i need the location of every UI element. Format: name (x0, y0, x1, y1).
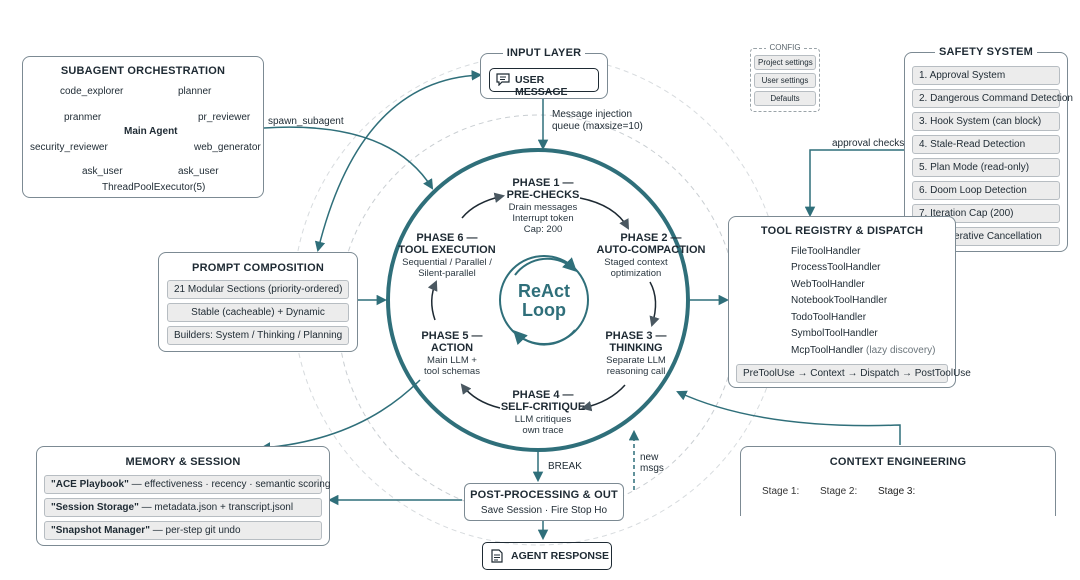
context-stage: Stage 3: (878, 486, 916, 497)
user-message-label: USER MESSAGE (515, 74, 568, 98)
safety-item: 2. Dangerous Command Detection (912, 89, 1073, 108)
tool-registry-title: TOOL REGISTRY & DISPATCH (760, 225, 924, 237)
safety-title: SAFETY SYSTEM (934, 46, 1038, 58)
memory-item: "Snapshot Manager" — per-step git undo (44, 521, 322, 540)
input-layer-title: INPUT LAYER (502, 47, 586, 59)
config-panel: CONFIG Project settings User settings De… (750, 43, 820, 112)
break-label: BREAK (548, 461, 582, 472)
agent-pranmer: pranmer (64, 112, 102, 123)
prompt-title: PROMPT COMPOSITION (192, 262, 324, 274)
input-layer-panel: INPUT LAYER USER MESSAGE (480, 47, 608, 99)
phase-1-desc: Drain messages Interrupt token Cap: 200 (508, 202, 578, 235)
memory-item-desc: — per-step git undo (149, 525, 241, 536)
memory-item-desc: — metadata.json + transcript.jsonl (138, 502, 294, 513)
phase-5-title: PHASE 5 — ACTION (421, 330, 483, 354)
chat-bubble-icon (496, 73, 510, 86)
react-title-line2: Loop (522, 300, 566, 320)
context-title: CONTEXT ENGINEERING (829, 456, 967, 468)
tool-handler: WebToolHandler (791, 279, 865, 290)
react-loop-title: ReAct Loop (504, 282, 584, 320)
memory-session-panel: MEMORY & SESSION "ACE Playbook" — effect… (36, 446, 330, 546)
prompt-composition-panel: PROMPT COMPOSITION 21 Modular Sections (… (158, 252, 358, 352)
tool-handler: SymbolToolHandler (791, 328, 878, 339)
context-stage: Stage 5: (1000, 486, 1038, 497)
agent-response-node: AGENT RESPONSE (482, 542, 612, 570)
phase-5-desc: Main LLM + tool schemas (424, 355, 480, 377)
memory-item: "ACE Playbook" — effectiveness · recency… (44, 475, 330, 494)
tool-handler: FileToolHandler (791, 246, 861, 257)
context-stage: Stage 1: (762, 486, 800, 497)
context-stage: Stage 2: (820, 486, 858, 497)
agent-planner: planner (178, 86, 212, 97)
subagent-title: SUBAGENT ORCHESTRATION (60, 65, 226, 77)
config-user-settings: User settings (754, 73, 816, 88)
tool-registry-panel: TOOL REGISTRY & DISPATCH (728, 216, 956, 388)
memory-item-desc: — effectiveness · recency · semantic sco… (128, 479, 331, 490)
phase-2-desc: Staged context optimization (604, 257, 668, 279)
agent-web-generator: web_generator (194, 142, 261, 153)
tool-handler: TodoToolHandler (791, 312, 867, 323)
memory-item-name: "Snapshot Manager" (51, 525, 150, 536)
memory-item: "Session Storage" — metadata.json + tran… (44, 498, 322, 517)
approval-checks-label: approval checks (832, 138, 905, 149)
context-engineering-panel: CONTEXT ENGINEERING (740, 446, 1056, 516)
safety-item: 3. Hook System (can block) (912, 112, 1060, 131)
spawn-subagent-label: spawn_subagent (268, 116, 344, 127)
new-msgs-label: new msgs (640, 452, 664, 474)
main-agent-label: Main Agent (124, 126, 178, 137)
memory-item-name: "Session Storage" (51, 502, 139, 513)
agent-ask-user: ask_user (178, 166, 219, 177)
tool-pipeline: PreToolUse → Context → Dispatch → PostTo… (736, 364, 971, 383)
post-title: POST-PROCESSING & OUT (470, 489, 618, 501)
memory-title: MEMORY & SESSION (125, 456, 241, 468)
phase-4-title: PHASE 4 — SELF-CRITIQUE (500, 389, 586, 413)
config-title: CONFIG (766, 43, 804, 52)
config-defaults: Defaults (754, 91, 816, 106)
memory-item-name: "ACE Playbook" (51, 479, 129, 490)
phase-1-title: PHASE 1 — PRE-CHECKS (506, 177, 580, 201)
phase-6-title: PHASE 6 — TOOL EXECUTION (398, 232, 496, 256)
tool-handler: ProcessToolHandler (791, 262, 881, 273)
post-processing-panel: POST-PROCESSING & OUT Save Session · Fir… (464, 483, 624, 521)
tool-handler: NotebookToolHandler (791, 295, 888, 306)
prompt-item: 21 Modular Sections (priority-ordered) (167, 280, 349, 299)
mcp-handler-name: McpToolHandler (791, 345, 864, 356)
post-desc: Save Session · Fire Stop Ho (480, 505, 608, 516)
tool-handler: McpToolHandler (lazy discovery) (791, 345, 936, 356)
safety-item: 6. Doom Loop Detection (912, 181, 1060, 200)
threadpool-label: ThreadPoolExecutor(5) (102, 182, 206, 193)
prompt-item: Stable (cacheable) + Dynamic (167, 303, 349, 322)
document-icon (491, 549, 503, 563)
context-stage: Stage 4: (938, 486, 976, 497)
safety-item: 5. Plan Mode (read-only) (912, 158, 1060, 177)
safety-item: 4. Stale-Read Detection (912, 135, 1060, 154)
phase-2-title: PHASE 2 — AUTO-COMPACTION (596, 232, 706, 256)
prompt-item: Builders: System / Thinking / Planning (167, 326, 349, 345)
agent-security-reviewer: security_reviewer (30, 142, 108, 153)
user-message-node: USER MESSAGE (489, 68, 599, 98)
react-title-line1: ReAct (517, 281, 570, 301)
safety-item: 1. Approval System (912, 66, 1060, 85)
message-injection-label: Message injection queue (maxsize=10) (552, 109, 643, 132)
agent-pr-reviewer: pr_reviewer (198, 112, 251, 123)
agent-code-explorer: code_explorer (60, 86, 124, 97)
mcp-note: (lazy discovery) (866, 345, 936, 356)
phase-3-desc: Separate LLM reasoning call (606, 355, 666, 377)
agent-ask-user: ask_user (82, 166, 123, 177)
agent-response-label: AGENT RESPONSE (511, 550, 610, 562)
subagent-orchestration-panel: SUBAGENT ORCHESTRATION (22, 56, 264, 198)
phase-3-title: PHASE 3 — THINKING (605, 330, 667, 354)
phase-6-desc: Sequential / Parallel / Silent-parallel (402, 257, 492, 279)
config-project-settings: Project settings (754, 55, 816, 70)
phase-4-desc: LLM critiques own trace (514, 414, 572, 436)
safety-system-panel: SAFETY SYSTEM 1. Approval System 2. Dang… (904, 46, 1073, 252)
